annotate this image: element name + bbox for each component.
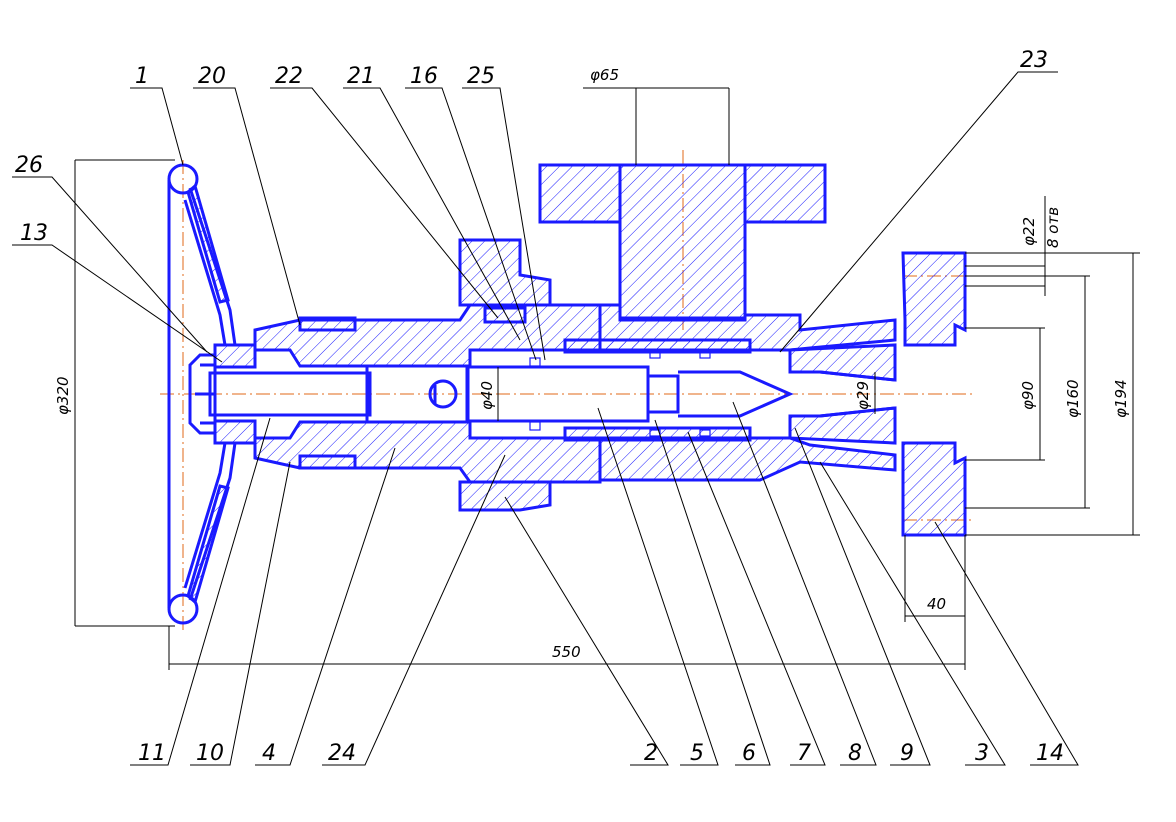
callout-23: 23 — [1020, 48, 1048, 73]
callout-25: 25 — [467, 64, 495, 89]
callout-2: 2 — [644, 741, 658, 766]
callout-7: 7 — [797, 741, 811, 766]
callout-24: 24 — [328, 741, 356, 766]
dim-d194: φ194 — [1112, 379, 1130, 418]
callout-5: 5 — [690, 741, 704, 766]
callout-labels: 1 20 22 21 16 25 23 26 13 11 10 4 24 2 5… — [15, 48, 1064, 766]
dim-len40: 40 — [927, 595, 946, 613]
callout-26: 26 — [15, 153, 43, 178]
body — [538, 163, 967, 537]
callout-20: 20 — [198, 64, 226, 89]
callout-21: 21 — [347, 64, 375, 89]
dim-d22: φ22 — [1020, 217, 1038, 246]
dim-d40: φ40 — [478, 381, 496, 410]
callout-13: 13 — [20, 221, 48, 246]
callout-4: 4 — [262, 741, 276, 766]
dim-d65: φ65 — [590, 66, 619, 84]
callout-3: 3 — [975, 741, 989, 766]
callout-1: 1 — [135, 64, 149, 89]
callout-6: 6 — [742, 741, 756, 766]
dim-d320: φ320 — [54, 376, 72, 415]
callout-11: 11 — [138, 741, 166, 766]
callout-16: 16 — [410, 64, 438, 89]
dim-d160: φ160 — [1064, 379, 1082, 418]
dimensions: φ65 φ320 φ40 φ29 φ90 φ160 φ194 φ22 8 отв — [54, 66, 1140, 670]
callout-22: 22 — [275, 64, 303, 89]
dim-d90: φ90 — [1019, 381, 1037, 410]
dim-d29: φ29 — [854, 381, 872, 410]
callout-9: 9 — [900, 741, 914, 766]
bonnet — [253, 238, 602, 512]
callout-10: 10 — [196, 741, 224, 766]
callout-14: 14 — [1036, 741, 1064, 766]
dim-holes: 8 отв — [1044, 207, 1062, 248]
leader-lines — [12, 71, 1079, 766]
dim-len550: 550 — [552, 643, 581, 661]
callout-8: 8 — [848, 741, 862, 766]
